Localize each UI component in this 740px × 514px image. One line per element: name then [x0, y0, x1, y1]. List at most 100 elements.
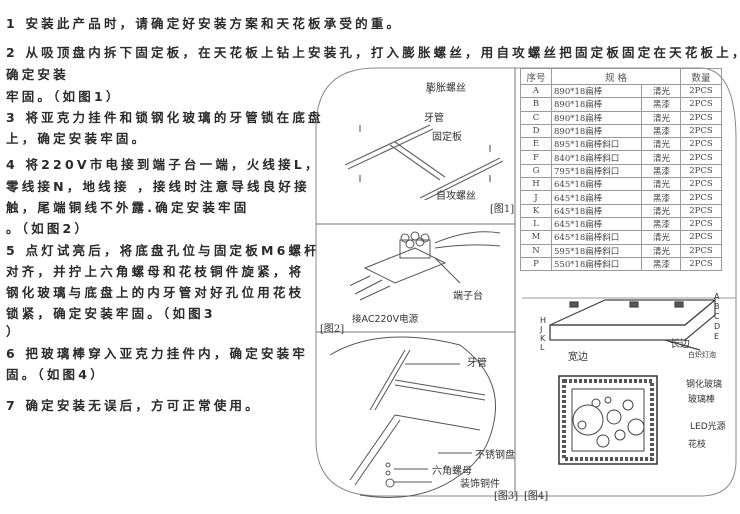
- cell-qty: 2PCS: [680, 216, 722, 232]
- cell-index: H: [520, 177, 552, 192]
- label-power: 接AC220V电源: [352, 314, 419, 325]
- cell-spec: 550*18扁棒斜口: [550, 256, 643, 272]
- cell-spec: 840*18扁棒斜口: [550, 150, 643, 165]
- label-long-side: 长边: [670, 339, 690, 350]
- label-tooth-tube: 牙管: [467, 358, 487, 369]
- cell-qty: 2PCS: [680, 150, 722, 165]
- cell-finish: 清光: [641, 243, 681, 258]
- letters-left: H J K L: [540, 316, 547, 352]
- label-glass-rod: 玻璃棒: [688, 395, 716, 405]
- cell-spec: 595*18扁棒斜口: [550, 243, 643, 258]
- cell-qty: 2PCS: [680, 137, 722, 152]
- cell-spec: 890*18扁棒: [550, 110, 643, 125]
- table-header-row: 序号 规 格 数量: [520, 68, 722, 85]
- cell-spec: 795*18扁棒斜口: [550, 163, 643, 179]
- cell-spec: 645*18扁棒: [550, 216, 643, 232]
- cell-index: D: [520, 123, 552, 139]
- step-line: 2 从吸顶盘内拆下固定板，在天花板上钻上安装孔，打入膨胀螺丝，用自攻螺丝把固定板…: [6, 45, 740, 60]
- label-bulb: 白炽灯泡: [688, 351, 716, 359]
- label-led: LED光源: [690, 422, 726, 432]
- cell-index: C: [520, 110, 552, 125]
- cell-spec: 645*18扁棒: [550, 177, 643, 192]
- cell-finish: 黑漆: [641, 123, 681, 139]
- step-line: 4 将220V市电接到端子台一端，火线接L，: [6, 157, 321, 172]
- step-line: 确定安装: [6, 67, 69, 82]
- cell-finish: 黑漆: [641, 256, 681, 272]
- cell-spec: 890*18扁棒: [550, 83, 643, 99]
- cell-finish: 黑漆: [641, 97, 681, 112]
- cell-index: B: [520, 97, 552, 112]
- cell-index: N: [520, 243, 552, 258]
- cell-qty: 2PCS: [680, 110, 722, 125]
- terminal-block-diagram: [350, 231, 501, 301]
- header-qty: 数量: [680, 68, 722, 85]
- cell-spec: 890*18扁棒: [550, 123, 643, 139]
- step-line: ）: [6, 324, 22, 339]
- cell-spec: 895*18扁棒斜口: [550, 137, 643, 152]
- step-line: 触，尾端铜线不外露.确定安装牢固: [6, 200, 250, 215]
- step-line: 锁紧，确定安装牢固。（如图3: [6, 306, 216, 321]
- base-plate-diagram: [329, 336, 497, 498]
- cell-qty: 2PCS: [680, 243, 722, 258]
- cell-finish: 清光: [641, 150, 681, 165]
- label-expansion-screw: 膨胀螺丝: [426, 83, 466, 94]
- label-fixing-plate: 固定板: [432, 132, 462, 143]
- label-terminal: 端子台: [453, 291, 483, 302]
- step-line: 6 把玻璃棒穿入亚克力挂件内，确定安装牢: [6, 346, 309, 361]
- step-line: 钢化玻璃与底盘上的内牙管对好孔位用花枝: [6, 285, 305, 300]
- step-line: 1 安装此产品时，请确定好安装方案和天花板承受的重。: [6, 16, 403, 31]
- cell-finish: 清光: [641, 230, 681, 245]
- step-line: 3 将亚克力挂件和锁钢化玻璃的牙管锁在底盘: [6, 110, 324, 125]
- cell-finish: 清光: [641, 137, 681, 152]
- header-index: 序号: [520, 68, 552, 85]
- cell-index: E: [520, 137, 552, 152]
- label-hex-nut: 六角螺母: [432, 466, 472, 477]
- cell-finish: 清光: [641, 177, 681, 192]
- step-line: 牢固。（如图1）: [6, 89, 122, 104]
- cell-qty: 2PCS: [680, 203, 722, 218]
- label-tooth-tube: 牙管: [424, 113, 444, 124]
- step-line: 上，确定安装牢固。: [6, 131, 148, 146]
- step-line: 5 点灯试亮后，将底盘孔位与固定板M6螺杆: [6, 243, 320, 258]
- glass-panel-diagram: [558, 375, 658, 465]
- step-line: 7 确定安装无误后，方可正常使用。: [6, 398, 261, 413]
- step-line: 零线接N，地线接 ，接线时注意导线良好接: [6, 179, 310, 194]
- cell-qty: 2PCS: [680, 123, 722, 139]
- frame-assembly-diagram: [549, 298, 717, 351]
- letters-right: A B C D E: [714, 292, 721, 341]
- label-steel-plate: 不锈钢盘: [475, 450, 515, 461]
- cell-index: F: [520, 150, 552, 165]
- cell-index: J: [520, 190, 552, 205]
- label-wide-side: 宽边: [568, 352, 588, 363]
- cell-finish: 黑漆: [641, 163, 681, 179]
- cell-spec: 645*18扁棒: [550, 203, 643, 218]
- cell-qty: 2PCS: [680, 190, 722, 205]
- cell-spec: 645*18扁棒: [550, 190, 643, 205]
- label-tempered-glass: 钢化玻璃: [686, 380, 723, 390]
- cell-qty: 2PCS: [680, 97, 722, 112]
- fixing-plate-diagram: [344, 88, 504, 200]
- cell-spec: 645*18扁棒斜口: [550, 230, 643, 245]
- step-line: 。（如图2）: [6, 221, 91, 236]
- cell-qty: 2PCS: [680, 83, 722, 99]
- cell-index: A: [520, 83, 552, 99]
- cell-qty: 2PCS: [680, 177, 722, 192]
- cell-index: M: [520, 230, 552, 245]
- label-self-tap-screw: 自攻螺丝: [436, 191, 476, 202]
- cell-finish: 清光: [641, 203, 681, 218]
- figure-2-tag: [图2]: [320, 324, 345, 335]
- cell-index: K: [520, 203, 552, 218]
- label-deco-copper: 装饰铜件: [460, 479, 500, 490]
- cell-finish: 黑漆: [641, 190, 681, 205]
